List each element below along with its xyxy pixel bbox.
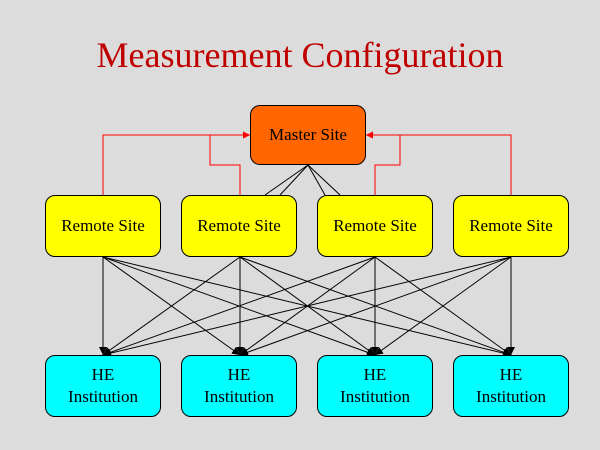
- master-link-2: [264, 164, 309, 196]
- remote-site-label: Remote Site: [61, 216, 145, 235]
- feedback-link-3: [366, 131, 401, 195]
- data-link-4-1: [102, 256, 512, 358]
- master-link-3: [279, 164, 309, 196]
- he-institution-label: HE Institution: [68, 365, 138, 406]
- he-institution-box-1: HE Institution: [45, 355, 161, 417]
- data-link-3-1: [102, 256, 376, 357]
- master-link-5: [307, 164, 341, 196]
- page-title: Measurement Configuration: [96, 35, 504, 75]
- remote-site-box-1: Remote Site: [45, 195, 161, 257]
- data-link-4-2: [239, 256, 512, 357]
- remote-site-box-3: Remote Site: [317, 195, 433, 257]
- remote-site-label: Remote Site: [197, 216, 281, 235]
- remote-site-box-2: Remote Site: [181, 195, 297, 257]
- master-site-label: Master Site: [269, 125, 347, 144]
- he-institution-label: HE Institution: [340, 365, 410, 406]
- master-site-box: Master Site: [250, 105, 366, 165]
- data-link-4-3: [374, 256, 512, 356]
- he-institution-label: HE Institution: [476, 365, 546, 406]
- master-remote-links: [264, 164, 341, 196]
- he-institution-box-3: HE Institution: [317, 355, 433, 417]
- feedback-link-4: [366, 131, 512, 195]
- feedback-link-2: [209, 131, 250, 195]
- data-links: [99, 256, 515, 358]
- feedback-links: [102, 131, 512, 195]
- he-institution-box-2: HE Institution: [181, 355, 297, 417]
- remote-site-label: Remote Site: [469, 216, 553, 235]
- data-link-2-1: [102, 256, 241, 356]
- master-link-4: [307, 164, 326, 196]
- he-institution-box-4: HE Institution: [453, 355, 569, 417]
- remote-site-box-4: Remote Site: [453, 195, 569, 257]
- remote-site-label: Remote Site: [333, 216, 417, 235]
- feedback-link-1: [102, 131, 250, 195]
- he-institution-label: HE Institution: [204, 365, 274, 406]
